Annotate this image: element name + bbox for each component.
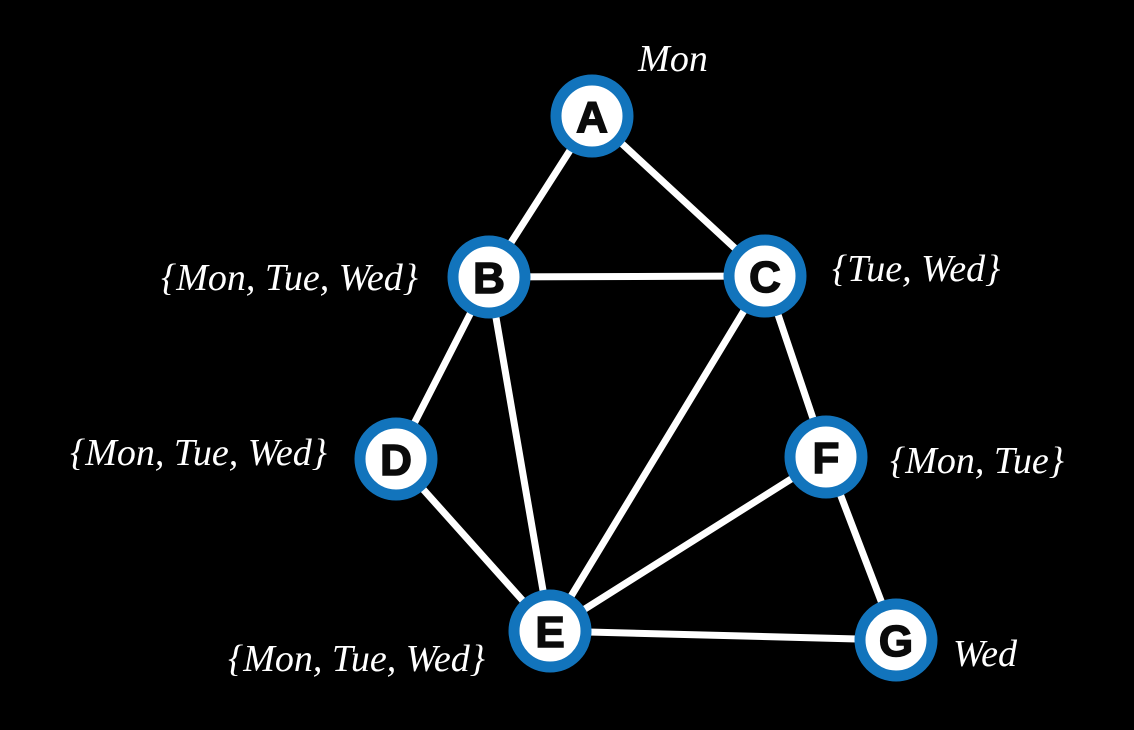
node-G: G bbox=[854, 598, 938, 682]
node-C: C bbox=[723, 234, 807, 318]
edge-E-F bbox=[546, 453, 830, 635]
node-circle-C bbox=[723, 234, 807, 318]
domain-label-B: {Mon, Tue, Wed} bbox=[161, 257, 418, 299]
domain-label-A: Mon bbox=[637, 38, 708, 80]
domain-label-F: {Mon, Tue} bbox=[890, 440, 1064, 482]
node-circle-F bbox=[784, 415, 868, 499]
node-circle-D bbox=[354, 417, 438, 501]
node-E: E bbox=[508, 589, 592, 673]
node-letter-A: A bbox=[576, 93, 608, 142]
node-D: D bbox=[354, 417, 438, 501]
node-circle-B bbox=[447, 235, 531, 319]
domain-label-G: Wed bbox=[953, 633, 1018, 675]
node-letter-D: D bbox=[380, 436, 412, 485]
node-B: B bbox=[447, 235, 531, 319]
node-circle-E bbox=[508, 589, 592, 673]
domain-label-C: {Tue, Wed} bbox=[832, 248, 1000, 290]
node-letter-E: E bbox=[535, 608, 564, 657]
node-letter-G: G bbox=[879, 617, 913, 666]
node-F: F bbox=[784, 415, 868, 499]
domain-label-D: {Mon, Tue, Wed} bbox=[70, 432, 327, 474]
node-letter-F: F bbox=[813, 434, 840, 483]
domain-label-E: {Mon, Tue, Wed} bbox=[228, 638, 485, 680]
edge-B-E bbox=[485, 273, 554, 635]
node-letter-C: C bbox=[749, 253, 781, 302]
edge-B-C bbox=[485, 272, 769, 281]
node-circle-G bbox=[854, 598, 938, 682]
edge-E-G bbox=[546, 627, 900, 644]
edge-C-E bbox=[546, 272, 769, 635]
node-A: A bbox=[550, 74, 634, 158]
node-circle-A bbox=[550, 74, 634, 158]
node-letter-B: B bbox=[473, 254, 505, 303]
